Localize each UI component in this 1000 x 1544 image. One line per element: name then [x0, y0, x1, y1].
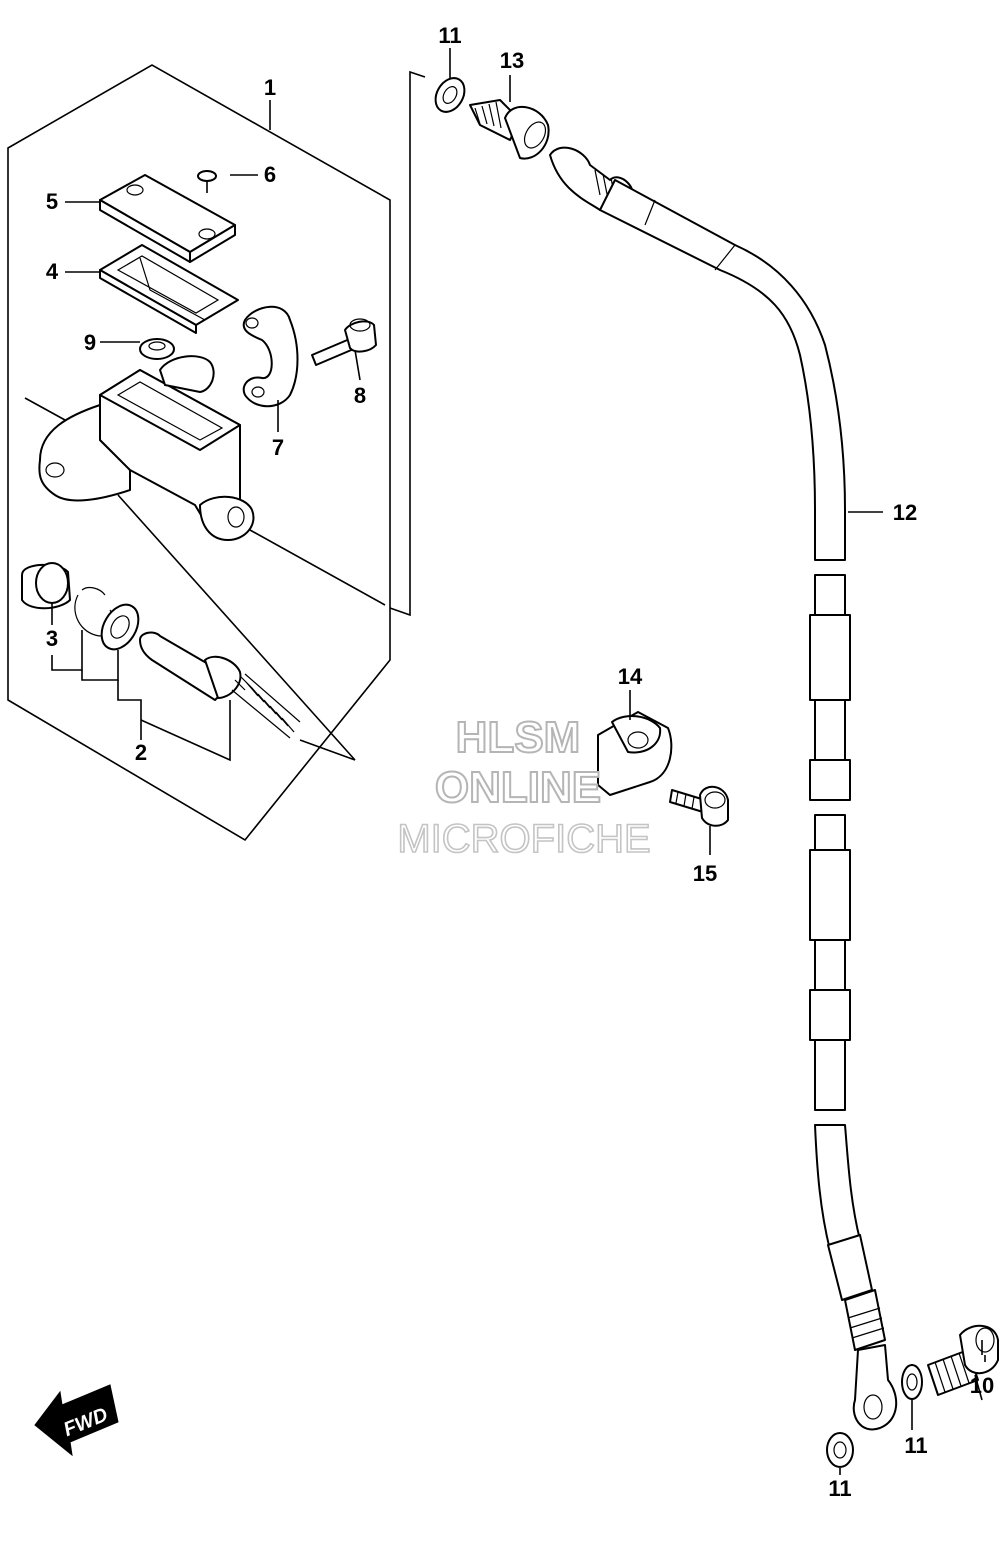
callout-8: 8: [354, 383, 366, 408]
callout-6: 6: [264, 162, 276, 187]
reservoir-cap: [99, 174, 236, 263]
callout-11-front: 11: [904, 1433, 927, 1458]
washer-banjo-rear: [826, 1432, 854, 1468]
clamp-bolt: [311, 318, 377, 366]
callout-3: 3: [46, 626, 58, 651]
clamp-mount-bolt: [669, 785, 729, 827]
assembly-frame: [7, 64, 391, 842]
callout-9: 9: [84, 330, 96, 355]
callout-7: 7: [272, 435, 284, 460]
brake-hose: [549, 146, 898, 1431]
forward-direction-arrow-icon: FWD: [34, 1384, 119, 1457]
watermark-line-2: ONLINE: [435, 763, 601, 812]
callout-13: 13: [500, 48, 524, 73]
callout-14: 14: [618, 664, 643, 689]
washer: [100, 603, 140, 651]
leader-lines-left: [24, 174, 386, 762]
callout-10: 10: [970, 1373, 994, 1398]
callout-15: 15: [693, 861, 717, 886]
washer-banjo-front: [901, 1364, 923, 1400]
piston-cup: [21, 562, 71, 610]
diaphragm: [99, 244, 239, 334]
callout-1: 1: [264, 75, 276, 100]
banjo-bolt: [927, 1324, 999, 1396]
cap-screw: [197, 170, 217, 193]
callout-11-rear: 11: [828, 1476, 851, 1501]
hose-clamp: [597, 711, 673, 796]
piston: [139, 631, 301, 739]
washer-top: [434, 77, 466, 113]
clamp: [242, 305, 299, 408]
boot: [139, 338, 175, 360]
callout-12: 12: [893, 500, 917, 525]
hose-bracket-line: [389, 70, 426, 617]
callout-labels: 1 2 3 4 5 6 7 8 9 10 11 11 11 11 12 13 1…: [46, 23, 994, 1501]
master-cylinder-body: [38, 355, 255, 541]
watermark-line-3: MICROFICHE: [397, 817, 650, 861]
callout-5: 5: [46, 189, 58, 214]
callout-4: 4: [46, 259, 59, 284]
callout-2: 2: [135, 740, 147, 765]
leader-lines-right: [449, 48, 986, 1475]
hose-fitting: [469, 99, 550, 160]
watermark: HLSM ONLINE MICROFICHE: [397, 712, 652, 862]
callout-11-top: 11: [438, 23, 461, 48]
watermark-line-1: HLSM: [456, 713, 581, 762]
